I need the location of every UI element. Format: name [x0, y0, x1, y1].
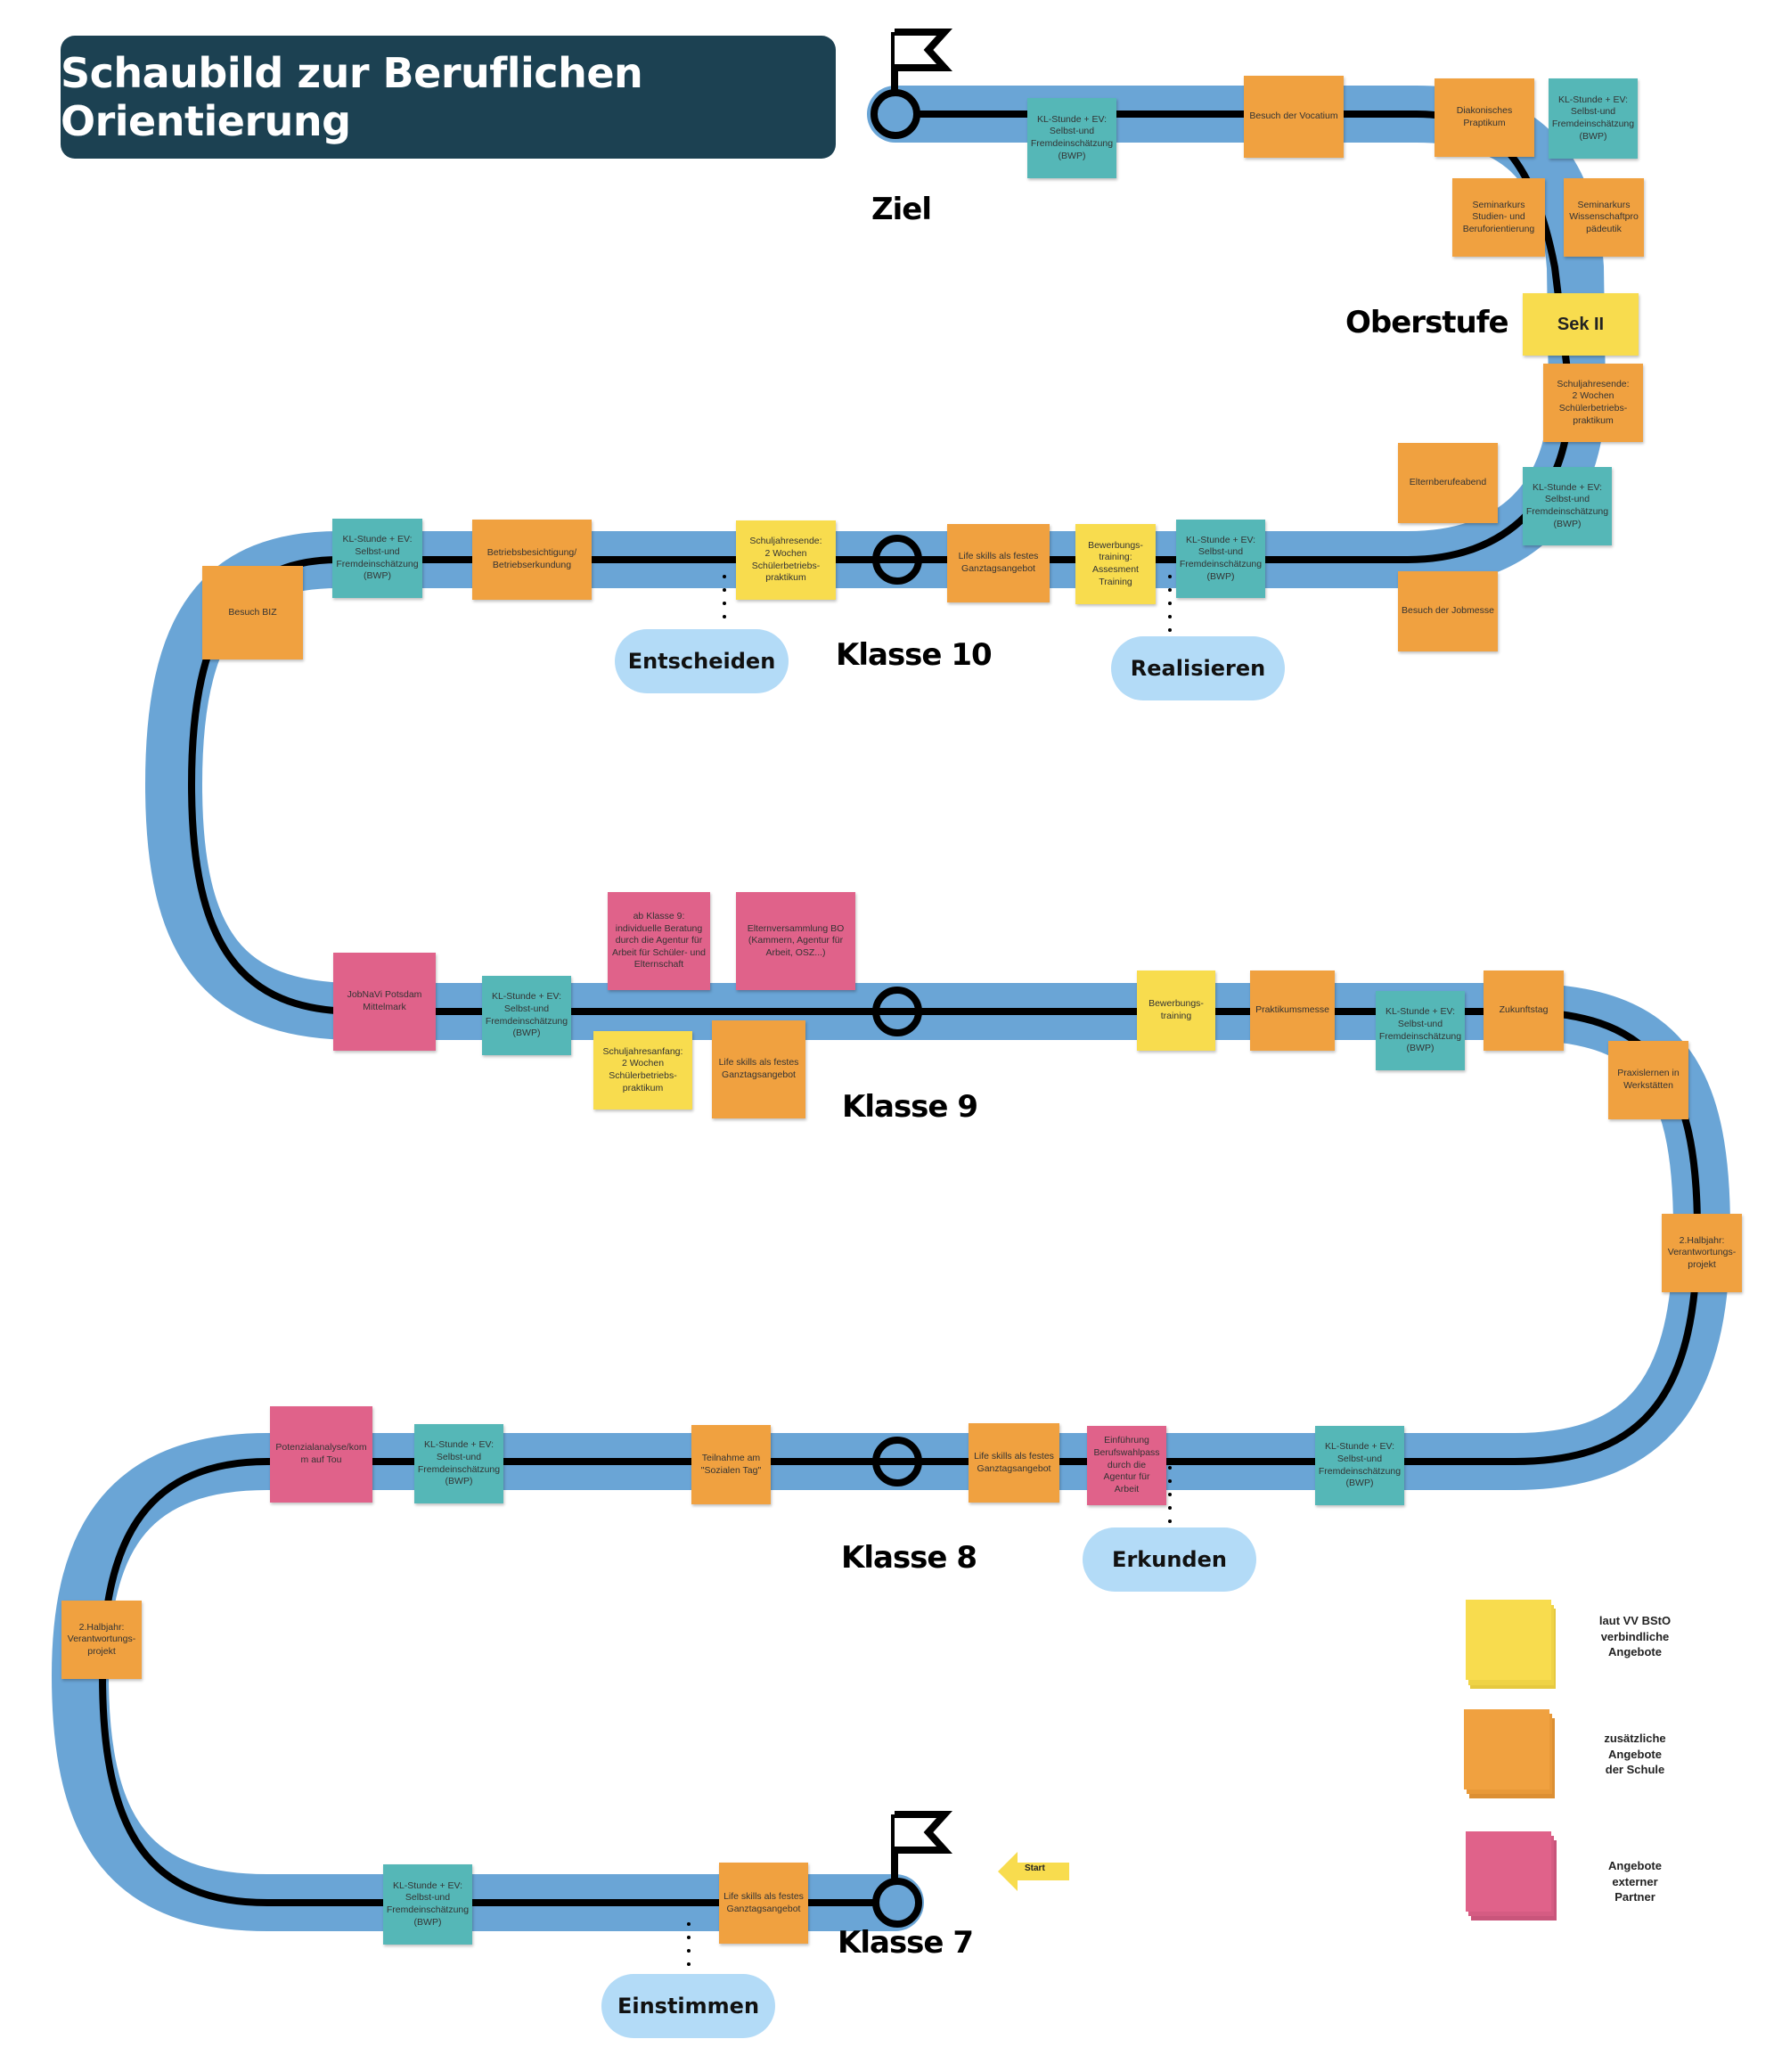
- stage-label-klasse9: Klasse 9: [842, 1089, 978, 1125]
- flag-icon-goal: [891, 29, 952, 93]
- note-zukunftstag: Zukunftstag: [1484, 970, 1564, 1051]
- station-ziel: [871, 89, 920, 139]
- note-kl-stunde: KL-Stunde + EV: Selbst-und Fremdeinschät…: [1176, 520, 1265, 598]
- stage-label-klasse7: Klasse 7: [838, 1925, 974, 1961]
- stage-label-klasse8: Klasse 8: [841, 1540, 977, 1576]
- phase-erkunden: Erkunden: [1083, 1527, 1256, 1592]
- note-lifeskills: Life skills als festes Ganztagsangebot: [947, 524, 1050, 602]
- phase-entscheiden: Entscheiden: [615, 629, 789, 693]
- note-verantwortung: 2.Halbjahr: Verantwortungs- projekt: [1662, 1214, 1742, 1292]
- legend-label-pink: Angebote externer Partner: [1608, 1859, 1662, 1904]
- note-kl-stunde: KL-Stunde + EV: Selbst-und Fremdeinschät…: [383, 1864, 472, 1945]
- note-sek2: Sek II: [1523, 293, 1639, 356]
- stage-label-ziel: Ziel: [871, 192, 932, 227]
- arrow-left-icon: [998, 1852, 1069, 1891]
- title-banner: Schaubild zur Beruflichen Orientierung: [61, 36, 836, 159]
- note-kl-stunde: KL-Stunde + EV: Selbst-und Fremdeinschät…: [414, 1424, 503, 1503]
- note-verantwortung: 2.Halbjahr: Verantwortungs- projekt: [61, 1601, 142, 1679]
- station-klasse8: [872, 1437, 922, 1486]
- station-klasse10: [872, 535, 922, 585]
- note-jobmesse: Besuch der Jobmesse: [1398, 571, 1498, 651]
- flag-icon-start: [891, 1811, 952, 1881]
- note-lifeskills: Life skills als festes Ganztagsangebot: [719, 1863, 808, 1944]
- legend-swatch-pink: [1466, 1831, 1557, 1920]
- legend-swatch-orange: [1464, 1709, 1555, 1798]
- station-klasse7: [872, 1878, 922, 1928]
- note-kl-stunde: KL-Stunde + EV: Selbst-und Fremdeinschät…: [332, 519, 422, 598]
- note-diakonisch: Diakonisches Praptikum: [1435, 78, 1534, 157]
- note-praktikumsmesse: Praktikumsmesse: [1250, 970, 1335, 1051]
- start-label: Start: [1025, 1863, 1045, 1873]
- note-seminar-wiss: Seminarkurs Wissenschaftpro pädeutik: [1564, 178, 1644, 257]
- note-kl-stunde: KL-Stunde + EV: Selbst-und Fremdeinschät…: [1549, 78, 1638, 159]
- note-sozialer-tag: Teilnahme am "Sozialen Tag": [691, 1425, 771, 1504]
- connector-dots: [1168, 1466, 1172, 1533]
- note-kl-stunde: KL-Stunde + EV: Selbst-und Fremdeinschät…: [1523, 467, 1612, 545]
- note-berufswahlpass: Einführung Berufswahlpass durch die Agen…: [1087, 1426, 1166, 1505]
- connector-dots: [1168, 575, 1172, 642]
- note-seminar-studien: Seminarkurs Studien- und Beruforientieru…: [1452, 178, 1545, 257]
- note-beratung: ab Klasse 9: individuelle Beratung durch…: [608, 892, 710, 990]
- note-betriebsbesichtigung: Betriebsbesichtigung/ Betriebserkundung: [472, 520, 592, 600]
- note-kl-stunde: KL-Stunde + EV: Selbst-und Fremdeinschät…: [482, 976, 571, 1055]
- note-elternberufeabend: Elternberufeabend: [1398, 443, 1498, 523]
- station-klasse9: [872, 987, 922, 1036]
- note-kl-stunde: KL-Stunde + EV: Selbst-und Fremdeinschät…: [1376, 991, 1465, 1070]
- legend-label-yellow: laut VV BStO verbindliche Angebote: [1598, 1614, 1672, 1659]
- note-praktikum: Schuljahresanfang: 2 Wochen Schülerbetri…: [593, 1031, 692, 1110]
- start-arrow: Start: [998, 1852, 1069, 1891]
- note-sek2-praktikum: Schuljahresende: 2 Wochen Schülerbetrieb…: [1543, 364, 1643, 442]
- stage-label-klasse10: Klasse 10: [836, 637, 993, 673]
- connector-dots: [723, 575, 726, 628]
- phase-einstimmen: Einstimmen: [601, 1974, 775, 2038]
- stage-label-oberstufe: Oberstufe: [1345, 305, 1509, 340]
- note-kl-stunde: KL-Stunde + EV: Selbst-und Fremdeinschät…: [1315, 1426, 1404, 1505]
- note-bewerbungstraining: Bewerbungs- training: [1137, 970, 1215, 1051]
- note-biz: Besuch BIZ: [202, 566, 303, 659]
- note-elternversammlung: Elternversammlung BO (Kammern, Agentur f…: [736, 892, 855, 990]
- note-lifeskills: Life skills als festes Ganztagsangebot: [712, 1020, 805, 1118]
- note-potenzialanalyse: Potenzialanalyse/kom m auf Tou: [270, 1406, 372, 1503]
- phase-realisieren: Realisieren: [1111, 636, 1285, 700]
- note-vocatium: Besuch der Vocatium: [1244, 76, 1344, 158]
- connector-dots: [687, 1922, 691, 1976]
- note-assessment: Bewerbungs- training: Assesment Training: [1075, 524, 1156, 604]
- legend-swatch-yellow: [1466, 1600, 1556, 1689]
- note-lifeskills: Life skills als festes Ganztagsangebot: [969, 1423, 1059, 1503]
- page-title: Schaubild zur Beruflichen Orientierung: [61, 49, 643, 145]
- note-jobnavi: JobNaVi Potsdam Mittelmark: [333, 953, 436, 1051]
- legend-label-orange: zusätzliche Angebote der Schule: [1604, 1732, 1666, 1777]
- note-praktikum: Schuljahresende: 2 Wochen Schülerbetrieb…: [736, 520, 836, 600]
- note-kl-stunde: KL-Stunde + EV: Selbst-und Fremdeinschät…: [1027, 98, 1116, 178]
- note-praxislernen: Praxislernen in Werkstätten: [1608, 1041, 1688, 1119]
